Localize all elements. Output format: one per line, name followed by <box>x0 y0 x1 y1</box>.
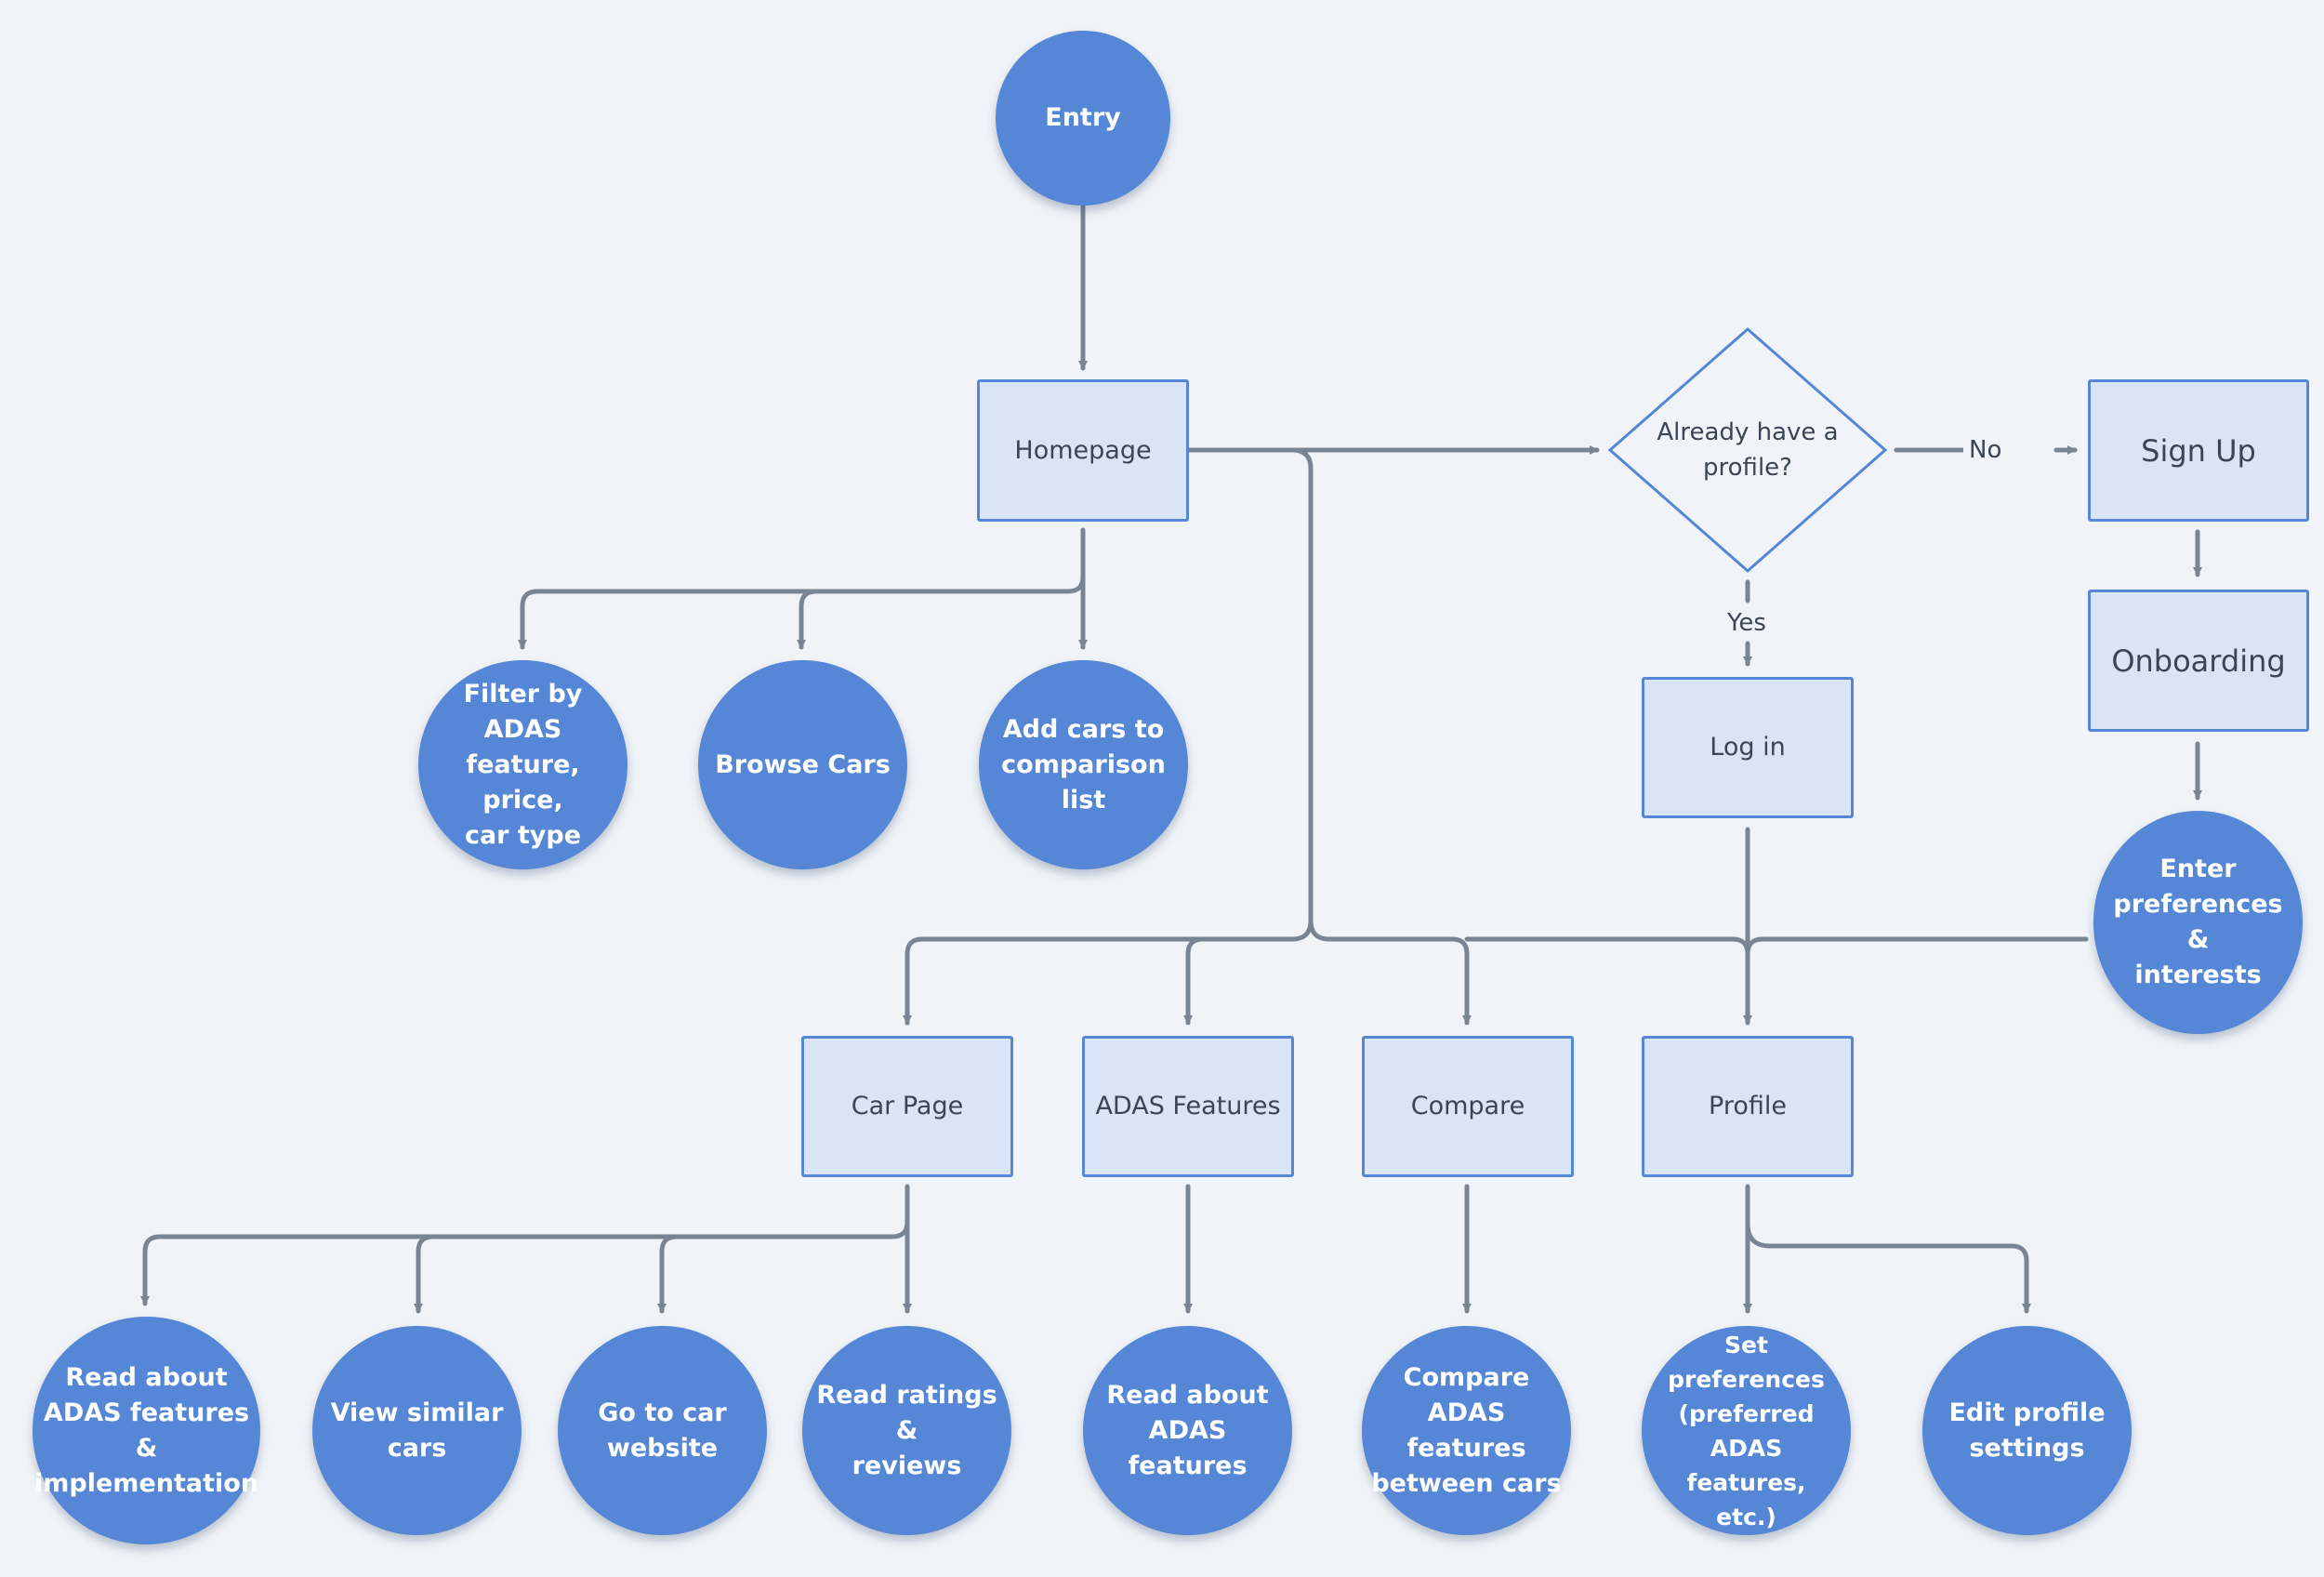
connector-carpage-read-adas-impl <box>140 1184 910 1306</box>
read-ratings-node: Read ratings & reviews <box>802 1326 1011 1535</box>
go-website-label: Go to car website <box>598 1398 727 1463</box>
login-node: Log in <box>1642 677 1854 818</box>
signup-label: Sign Up <box>2141 432 2256 469</box>
signup-node: Sign Up <box>2088 379 2309 522</box>
view-similar-label: View similar cars <box>330 1398 504 1463</box>
entry-node: Entry <box>996 31 1170 205</box>
homepage-label: Homepage <box>1014 435 1152 465</box>
connector-to-profile-left <box>1464 936 1750 979</box>
edge-label-yes: Yes <box>1722 608 1772 638</box>
connector-to-adas-features <box>1183 936 1206 1026</box>
browse-cars-label: Browse Cars <box>715 749 891 779</box>
preferences-node: Enter preferences & interests <box>2093 811 2303 1034</box>
compare-label: Compare <box>1410 1092 1525 1120</box>
car-page-label: Car Page <box>851 1092 964 1120</box>
browse-cars-node: Browse Cars <box>698 660 907 869</box>
connector-to-compare <box>1308 918 1470 979</box>
set-prefs-label: Set preferences (preferred ADAS features… <box>1668 1331 1825 1531</box>
go-website-node: Go to car website <box>558 1326 767 1535</box>
car-page-node: Car Page <box>801 1036 1013 1177</box>
decision-label: Already have a profile? <box>1657 418 1839 482</box>
compare-node: Compare <box>1362 1036 1574 1177</box>
read-adas-node: Read about ADAS features <box>1083 1326 1292 1535</box>
read-adas-impl-label: Read about ADAS features & implementatio… <box>34 1362 259 1498</box>
adas-features-node: ADAS Features <box>1082 1036 1294 1177</box>
edit-profile-label: Edit profile settings <box>1948 1398 2106 1463</box>
onboarding-node: Onboarding <box>2088 590 2309 732</box>
add-compare-node: Add cars to comparison list <box>979 660 1188 869</box>
filter-node: Filter by ADAS feature, price, car type <box>418 660 627 869</box>
compare-adas-node: Compare ADAS features between cars <box>1362 1326 1571 1535</box>
entry-label: Entry <box>1045 103 1121 132</box>
login-label: Log in <box>1710 733 1786 762</box>
connector-homepage-browse <box>797 589 819 650</box>
connector-preferences-profile <box>1745 936 2089 957</box>
set-prefs-node: Set preferences (preferred ADAS features… <box>1642 1326 1851 1535</box>
connector-carpage-website <box>657 1234 680 1314</box>
onboarding-label: Onboarding <box>2111 643 2286 679</box>
homepage-node: Homepage <box>977 379 1189 522</box>
read-adas-label: Read about ADAS features <box>1106 1380 1269 1480</box>
edge-label-no: No <box>1963 435 2008 465</box>
read-adas-impl-node: Read about ADAS features & implementatio… <box>33 1317 260 1544</box>
connector-profile-edit <box>1745 1221 2031 1314</box>
view-similar-node: View similar cars <box>312 1326 522 1535</box>
profile-label: Profile <box>1709 1092 1787 1120</box>
filter-label: Filter by ADAS feature, price, car type <box>463 679 583 850</box>
decision-diamond <box>1607 327 1888 573</box>
connector-carpage-view-similar <box>414 1234 436 1314</box>
edit-profile-node: Edit profile settings <box>1922 1326 2132 1535</box>
profile-node: Profile <box>1642 1036 1854 1177</box>
compare-adas-label: Compare ADAS features between cars <box>1371 1362 1562 1498</box>
add-compare-label: Add cars to comparison list <box>1001 714 1166 815</box>
adas-features-label: ADAS Features <box>1095 1092 1281 1120</box>
connector-homepage-branch <box>905 447 1314 1026</box>
read-ratings-label: Read ratings & reviews <box>816 1380 997 1480</box>
preferences-label: Enter preferences & interests <box>2113 855 2283 989</box>
